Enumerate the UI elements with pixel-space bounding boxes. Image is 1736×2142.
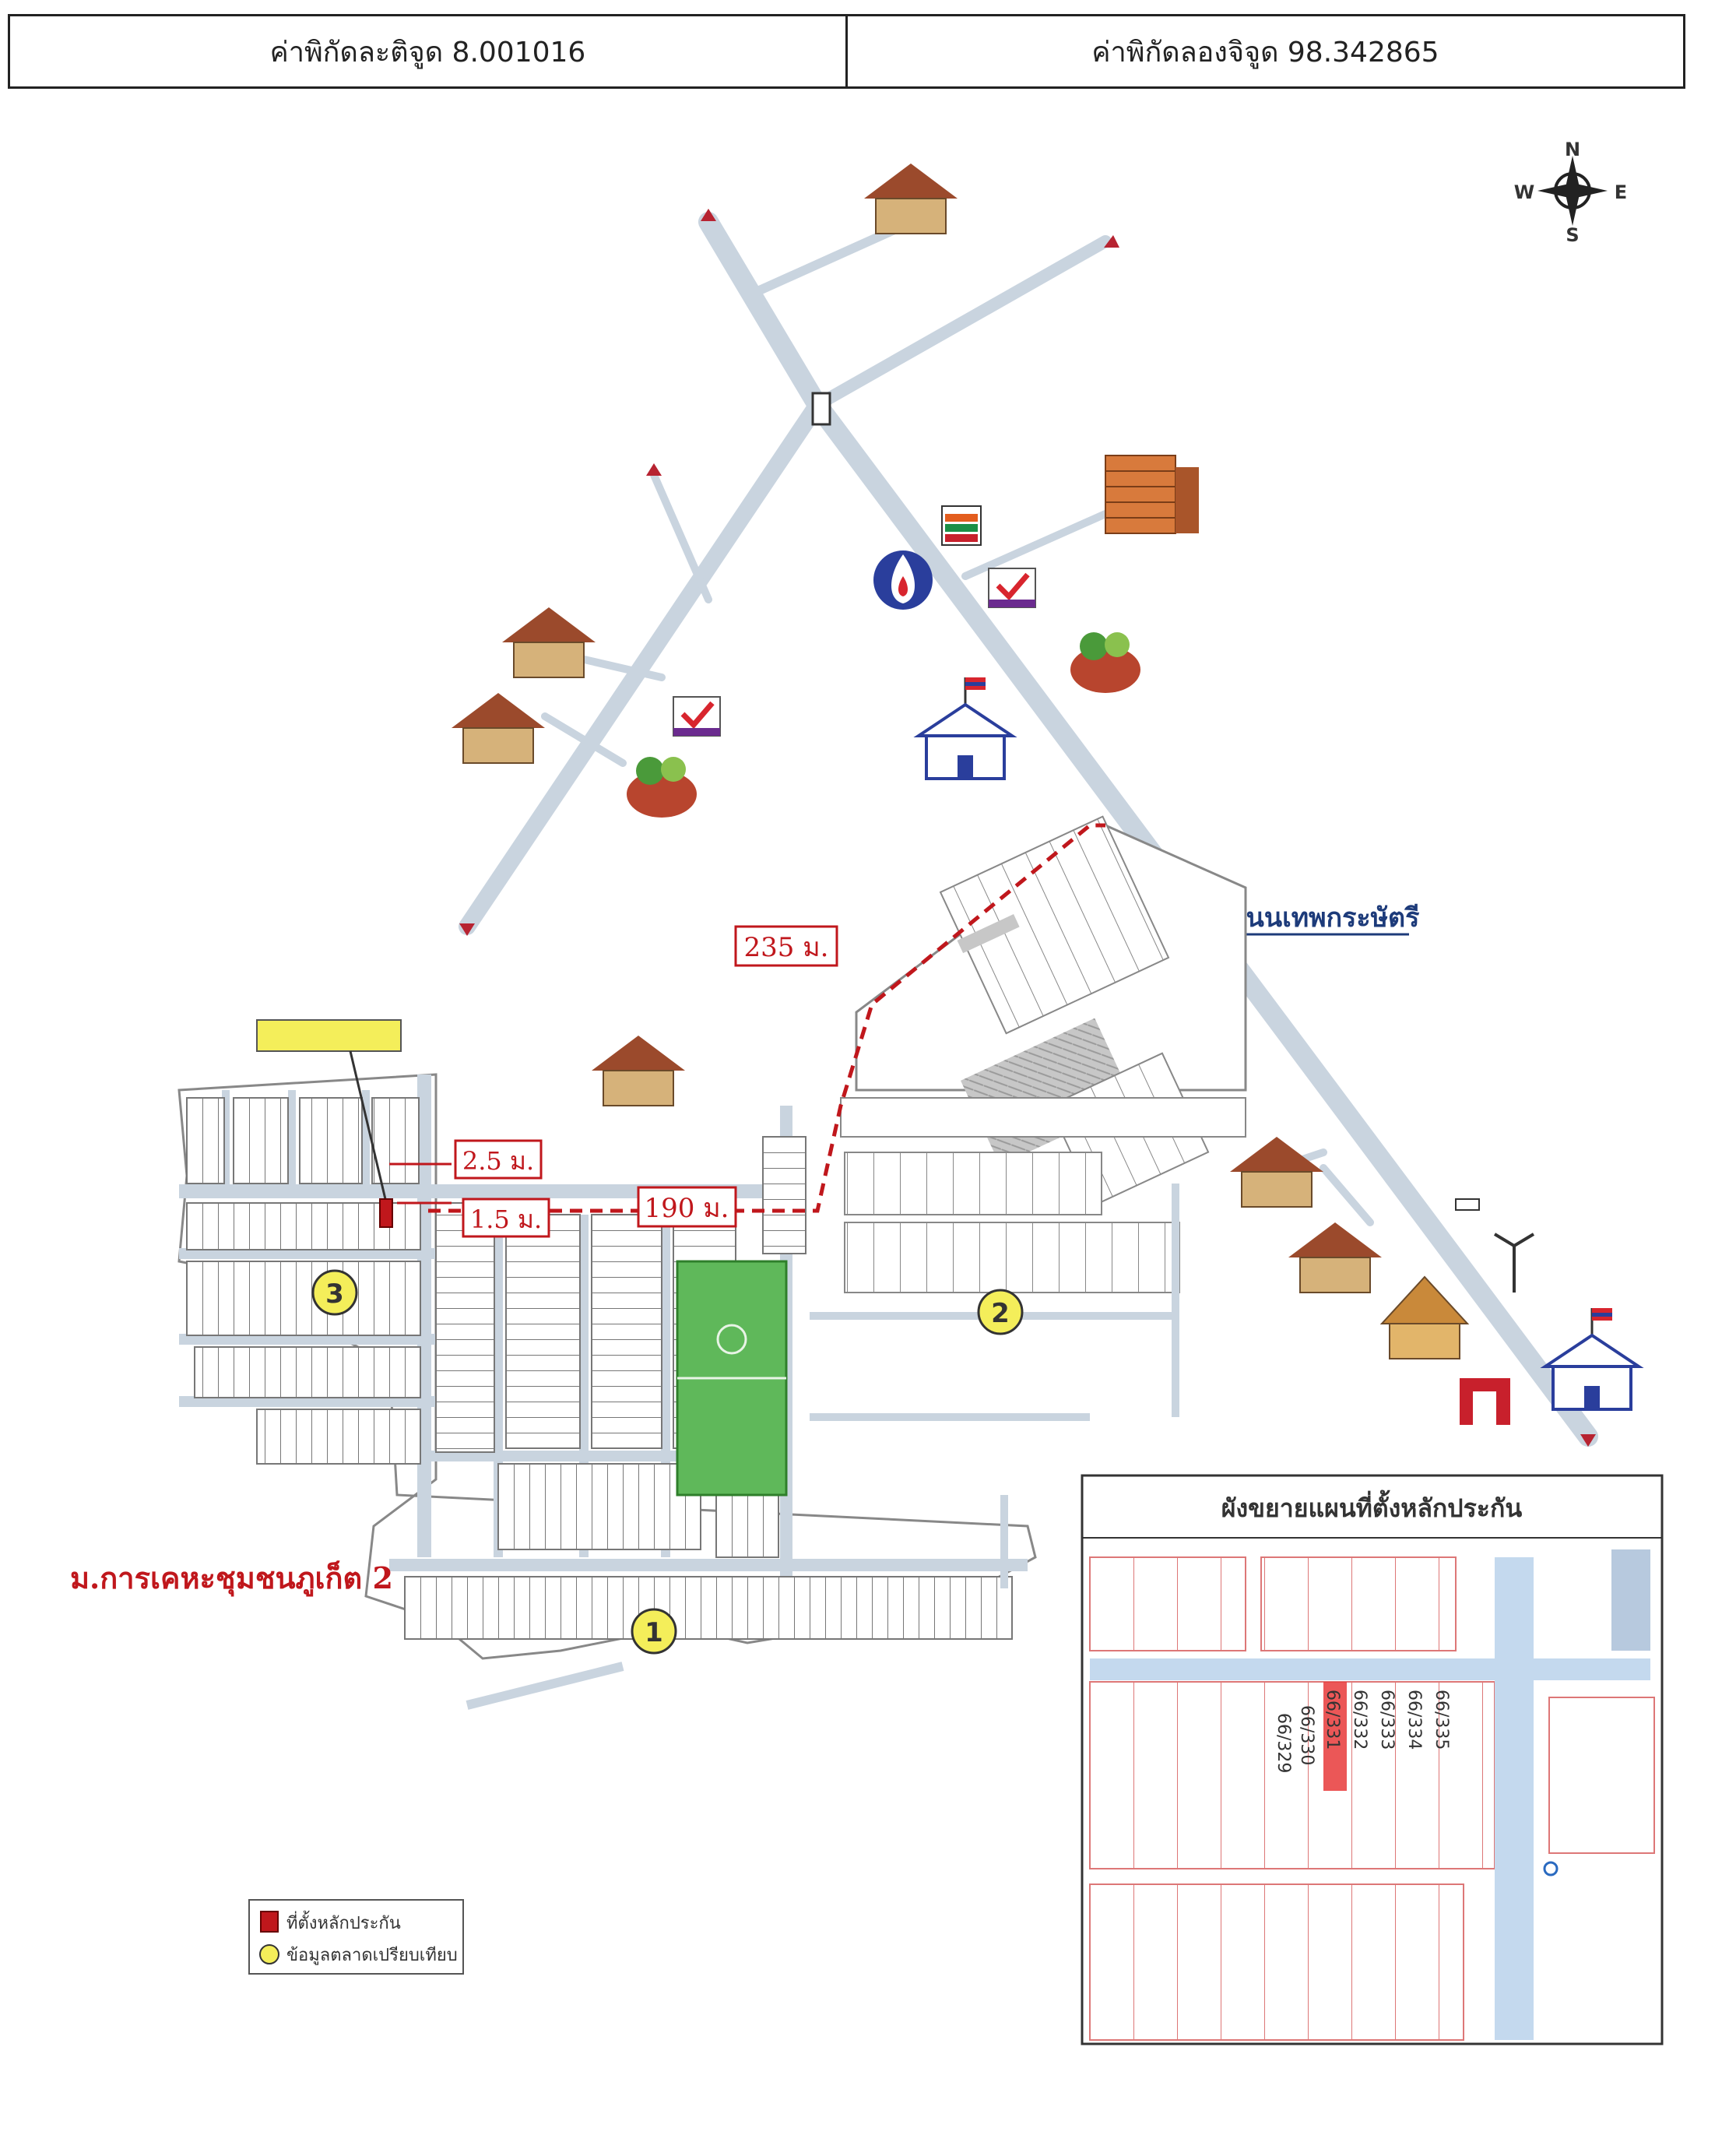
main-road-label: ถนนเทพกระษัตรี [1230,902,1420,934]
svg-text:235 ม.: 235 ม. [744,932,829,963]
zone-marker-1: 1 [631,1608,677,1655]
house-icon [864,164,958,234]
inset-map: ผังขยายแผนที่ตั้งหลักประกัน [1081,1474,1664,2045]
compass-north-label: N [1565,139,1580,160]
legend-collateral-swatch [260,1911,279,1933]
plot-label: 66/333 [1377,1690,1397,1750]
svg-text:190 ม.: 190 ม. [645,1193,729,1224]
distance-label-1-5: 1.5 ม. [462,1198,550,1238]
svg-text:2.5 ม.: 2.5 ม. [462,1146,534,1176]
home-store-icon [1460,1378,1510,1425]
svg-text:3: 3 [325,1279,344,1310]
latitude-cell: ค่าพิกัดละติจูด 8.001016 [269,36,586,69]
house-icon [452,693,545,764]
house-icon [592,1036,685,1106]
checkmark-badge-icon [673,696,721,737]
plot-label: 66/330 [1297,1705,1316,1765]
compass-east-label: E [1615,181,1627,203]
car-icon [1455,1198,1480,1211]
convenience-store-icon [941,505,982,546]
school-icon [1540,1308,1644,1411]
svg-text:2: 2 [991,1298,1010,1329]
house-icon [1288,1222,1382,1293]
junction-icon [811,392,831,426]
distance-label-235: 235 ม. [734,925,838,967]
legend-comparables-swatch [259,1944,279,1964]
plot-label: 66/332 [1350,1690,1369,1750]
inset-plot-labels: 66/329 66/330 66/331 66/332 66/333 66/33… [1274,1690,1451,1773]
distance-route [428,823,1105,1213]
market-basket-icon [627,757,697,818]
compass-west-label: W [1514,181,1534,203]
inset-poi-icon [1543,1861,1559,1876]
compass-icon: N S E W [1514,139,1627,246]
plot-label: 66/335 [1432,1690,1451,1750]
legend-comparables-label: ข้อมูลตลาดเปรียบเทียบ [286,1946,458,1965]
village-name-label: ม.การเคหะชุมชนภูเก็ต 2 [70,1560,393,1597]
house-icon [1230,1137,1323,1208]
distance-label-190: 190 ม. [637,1186,737,1228]
svg-text:1.5 ม.: 1.5 ม. [470,1205,542,1234]
housing-block-upper [840,815,1247,1293]
plot-label: 66/334 [1404,1690,1424,1750]
gas-station-icon [873,550,933,610]
inset-collateral-plot [1323,1682,1347,1791]
school-icon [913,677,1017,780]
wind-turbine-icon [1493,1233,1535,1293]
legend: ที่ตั้งหลักประกัน ข้อมูลตลาดเปรียบเทียบ [248,1899,464,1975]
zone-marker-2: 2 [977,1289,1024,1335]
legend-collateral-label: ที่ตั้งหลักประกัน [286,1911,401,1933]
collateral-marker [379,1198,393,1228]
compass-south-label: S [1566,224,1579,246]
checkmark-badge-icon [988,568,1036,608]
longitude-cell: ค่าพิกัดลองจิจูด 98.342865 [845,16,1683,86]
coordinates-header: ค่าพิกัดละติจูด 8.001016 ค่าพิกัดลองจิจู… [8,14,1685,89]
market-basket-icon [1070,632,1140,693]
plot-label: 66/329 [1274,1713,1293,1773]
apartment-building-icon [1105,455,1199,534]
temple-icon [1379,1275,1470,1359]
svg-text:1: 1 [645,1617,663,1648]
house-icon [502,607,596,678]
plot-label: 66/331 [1323,1690,1342,1750]
inset-title: ผังขยายแผนที่ตั้งหลักประกัน [1221,1490,1523,1523]
zone-marker-3: 3 [311,1269,358,1316]
distance-label-2-5: 2.5 ม. [454,1139,543,1180]
collateral-callout [256,1019,402,1052]
direction-arrows [459,209,1596,1447]
